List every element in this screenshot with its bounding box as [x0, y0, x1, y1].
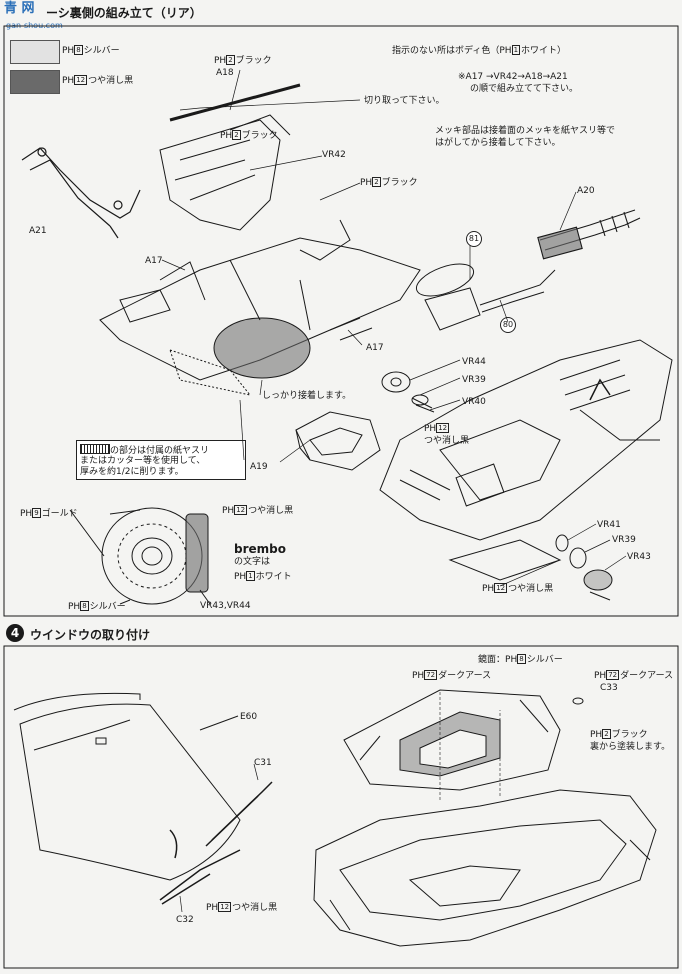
part-80: 80 — [500, 317, 516, 333]
window-tray — [343, 689, 584, 791]
hub-discs-right — [555, 534, 613, 601]
label-vr40: VR40 — [462, 397, 486, 407]
note-cut-off: 切り取って下さい。 — [364, 96, 445, 106]
brake-brembo-note: の文字は — [234, 557, 271, 567]
step4-title: ウインドウの取り付け — [30, 628, 151, 642]
step3-title: ーシ裏側の組み立て（リア） — [46, 6, 202, 20]
matte-black-swatch — [10, 70, 60, 94]
part-81: 81 — [466, 231, 482, 247]
hub-discs-left — [381, 371, 435, 413]
wipers — [159, 763, 273, 913]
brembo-logo-text: brembo — [234, 542, 286, 556]
label-vr39: VR39 — [462, 375, 486, 385]
hatch-sample-icon — [80, 444, 110, 454]
body-shell — [313, 690, 657, 947]
label-vr39b: VR39 — [612, 535, 636, 545]
watermark-logo: 青 网 — [4, 1, 35, 16]
brake-disc — [69, 507, 211, 605]
step4-frame — [3, 645, 679, 969]
step3-frame — [3, 25, 679, 617]
rear-axle-assembly — [99, 83, 421, 396]
sanding-note-line2: またはカッター等を使用して、 — [80, 456, 206, 466]
part-a19 — [295, 411, 381, 471]
sanding-note-line3: 厚みを約1/2に削ります。 — [80, 467, 184, 477]
step4-number: 4 — [6, 624, 24, 642]
step4-c33: C33 — [600, 683, 618, 693]
label-matte-text: つや消し黒 — [424, 436, 470, 446]
step4-c31: C31 — [254, 758, 272, 768]
note-plating-line1: メッキ部品は接着面のメッキを紙ヤスリ等で — [435, 126, 616, 136]
part-81-muffler — [415, 263, 556, 331]
windshield-e60 — [13, 692, 241, 881]
label-a17-right: A17 — [366, 343, 384, 353]
brake-parts: VR43,VR44 — [200, 601, 251, 611]
step4-c32: C32 — [176, 915, 194, 925]
step4-e60: E60 — [240, 712, 258, 722]
label-a17-left: A17 — [145, 256, 163, 266]
label-vr41: VR41 — [597, 520, 621, 530]
silver-swatch — [10, 40, 60, 64]
label-a21: A21 — [29, 226, 47, 236]
label-vr42: VR42 — [322, 150, 346, 160]
part-a21-bracket — [21, 147, 141, 239]
label-a19: A19 — [250, 462, 268, 472]
rear-suspension-right — [379, 339, 673, 581]
leader-lines — [161, 69, 627, 587]
step4-black-note: 裏から塗装します。 — [590, 742, 671, 752]
note-glue-firmly: しっかり接着します。 — [262, 391, 352, 401]
label-vr44: VR44 — [462, 357, 486, 367]
part-a20-exhaust — [537, 209, 641, 260]
label-vr43: VR43 — [627, 552, 651, 562]
label-a18: A18 — [216, 68, 234, 78]
note-plating-line2: はがしてから接着して下さい。 — [435, 138, 561, 148]
label-a20: A20 — [577, 186, 595, 196]
note-order-line2: の順で組み立てて下さい。 — [470, 84, 579, 94]
sanding-note-line1: の部分は付属の紙ヤスリ — [80, 444, 209, 457]
note-order-line1: ※A17 →VR42→A18→A21 — [458, 72, 568, 82]
